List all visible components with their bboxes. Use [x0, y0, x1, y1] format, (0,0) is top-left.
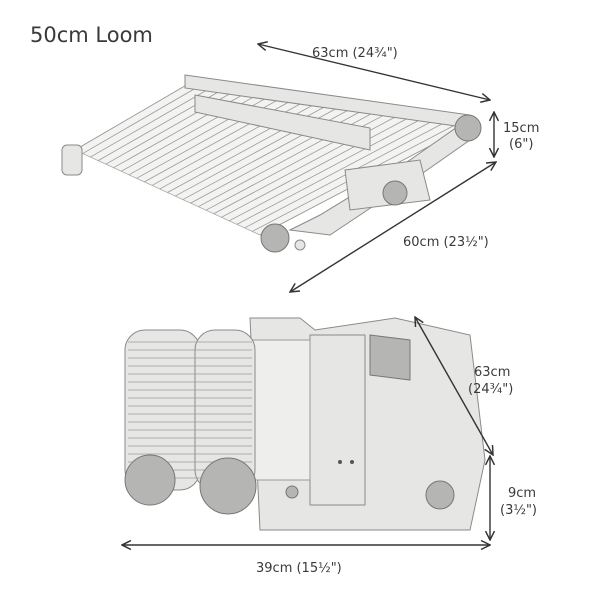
folded-depth-arrow [415, 317, 493, 455]
folded-width-label: 39cm (15½") [256, 561, 342, 576]
depth-label: 60cm (23½") [403, 235, 489, 250]
width-arrow [258, 44, 490, 100]
folded-height-label-cm: 9cm [508, 486, 536, 501]
height-label-in: (6") [509, 137, 533, 152]
height-label-cm: 15cm [503, 121, 539, 136]
folded-loom-illustration [124, 317, 486, 531]
folded-depth-label-cm: 63cm [474, 365, 510, 380]
folded-height-label-in: (3½") [500, 503, 537, 518]
width-label: 63cm (24¾") [312, 46, 398, 61]
folded-depth-label-in: (24¾") [468, 382, 513, 397]
depth-arrow [290, 162, 496, 292]
diagram-title: 50cm Loom [30, 23, 153, 47]
warp-thread [74, 79, 196, 151]
warp-thread [82, 81, 207, 154]
open-loom-illustration [61, 74, 482, 253]
